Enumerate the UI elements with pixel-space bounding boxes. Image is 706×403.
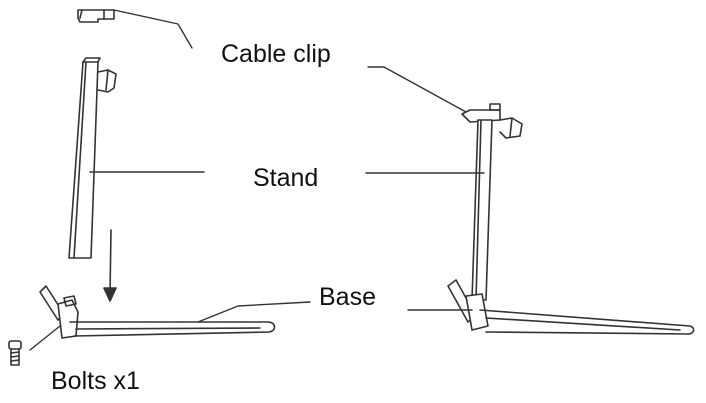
leader-lines [29,9,485,351]
leader-cable-clip-right [367,66,467,113]
cable-clip-part [77,9,115,23]
down-arrow [103,229,117,302]
bolts-label: Bolts x1 [51,367,140,395]
stand-part [68,57,117,259]
assembled-stand [447,103,695,335]
bolt-part [8,340,22,366]
cable-clip-label: Cable clip [221,40,331,68]
stand-label: Stand [253,164,319,192]
leader-base-left [197,301,311,323]
base-part [39,285,276,339]
base-label: Base [319,283,376,311]
leader-bolts [29,325,61,351]
leader-cable-clip-left [113,9,193,49]
